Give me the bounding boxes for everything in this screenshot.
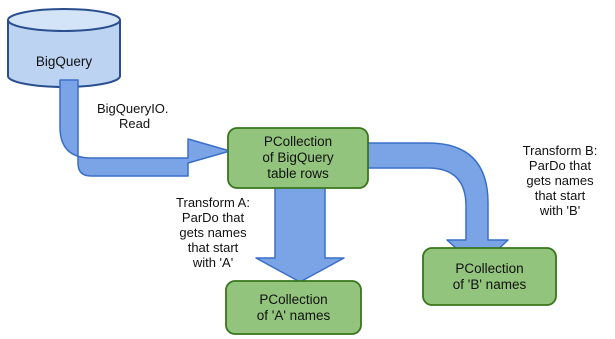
transform-a-arrow <box>255 184 345 283</box>
transform-b-line-1: Transform B: <box>522 143 598 158</box>
read-edge-line-2: Read <box>119 116 151 131</box>
a-names-collection-node <box>225 280 362 335</box>
transform-a-line-4: that start <box>187 240 239 255</box>
read-edge-label: BigQueryIO. Read <box>97 101 169 131</box>
transform-a-label: Transform A: ParDo that gets names that … <box>158 195 268 270</box>
transform-a-line-5: with 'A' <box>192 255 234 270</box>
a-names-line-2: of 'A' names <box>256 307 331 323</box>
transform-b-line-2: ParDo that <box>528 158 592 173</box>
rows-collection-line-3: table rows <box>267 166 329 181</box>
b-names-collection-label: PCollection of 'B' names <box>423 248 556 305</box>
transform-b-line-4: that start <box>534 188 586 203</box>
rows-collection-label: PCollection of BigQuery table rows <box>228 128 368 188</box>
read-arrow <box>59 79 231 177</box>
a-names-collection-label: PCollection of 'A' names <box>226 281 361 334</box>
b-names-collection-node <box>422 247 557 306</box>
transform-a-line-3: gets names <box>179 225 247 240</box>
bigquery-label: BigQuery <box>35 54 93 69</box>
bigquery-cylinder-top <box>7 8 121 32</box>
rows-collection-node <box>227 127 369 189</box>
transform-b-line-3: gets names <box>526 173 594 188</box>
read-edge-line-1: BigQueryIO. <box>97 101 169 116</box>
transform-b-label: Transform B: ParDo that gets names that … <box>508 143 612 218</box>
b-names-line-1: PCollection <box>455 260 524 276</box>
bigquery-database-node <box>7 8 121 88</box>
rows-collection-line-2: of BigQuery <box>262 150 334 165</box>
transform-b-line-5: with 'B' <box>539 203 581 218</box>
b-names-line-2: of 'B' names <box>452 276 527 292</box>
transform-a-line-1: Transform A: <box>176 195 250 210</box>
transform-a-line-2: ParDo that <box>181 210 245 225</box>
bigquery-label-box: BigQuery <box>8 42 120 82</box>
a-names-line-1: PCollection <box>259 291 328 307</box>
rows-collection-line-1: PCollection <box>263 134 333 149</box>
